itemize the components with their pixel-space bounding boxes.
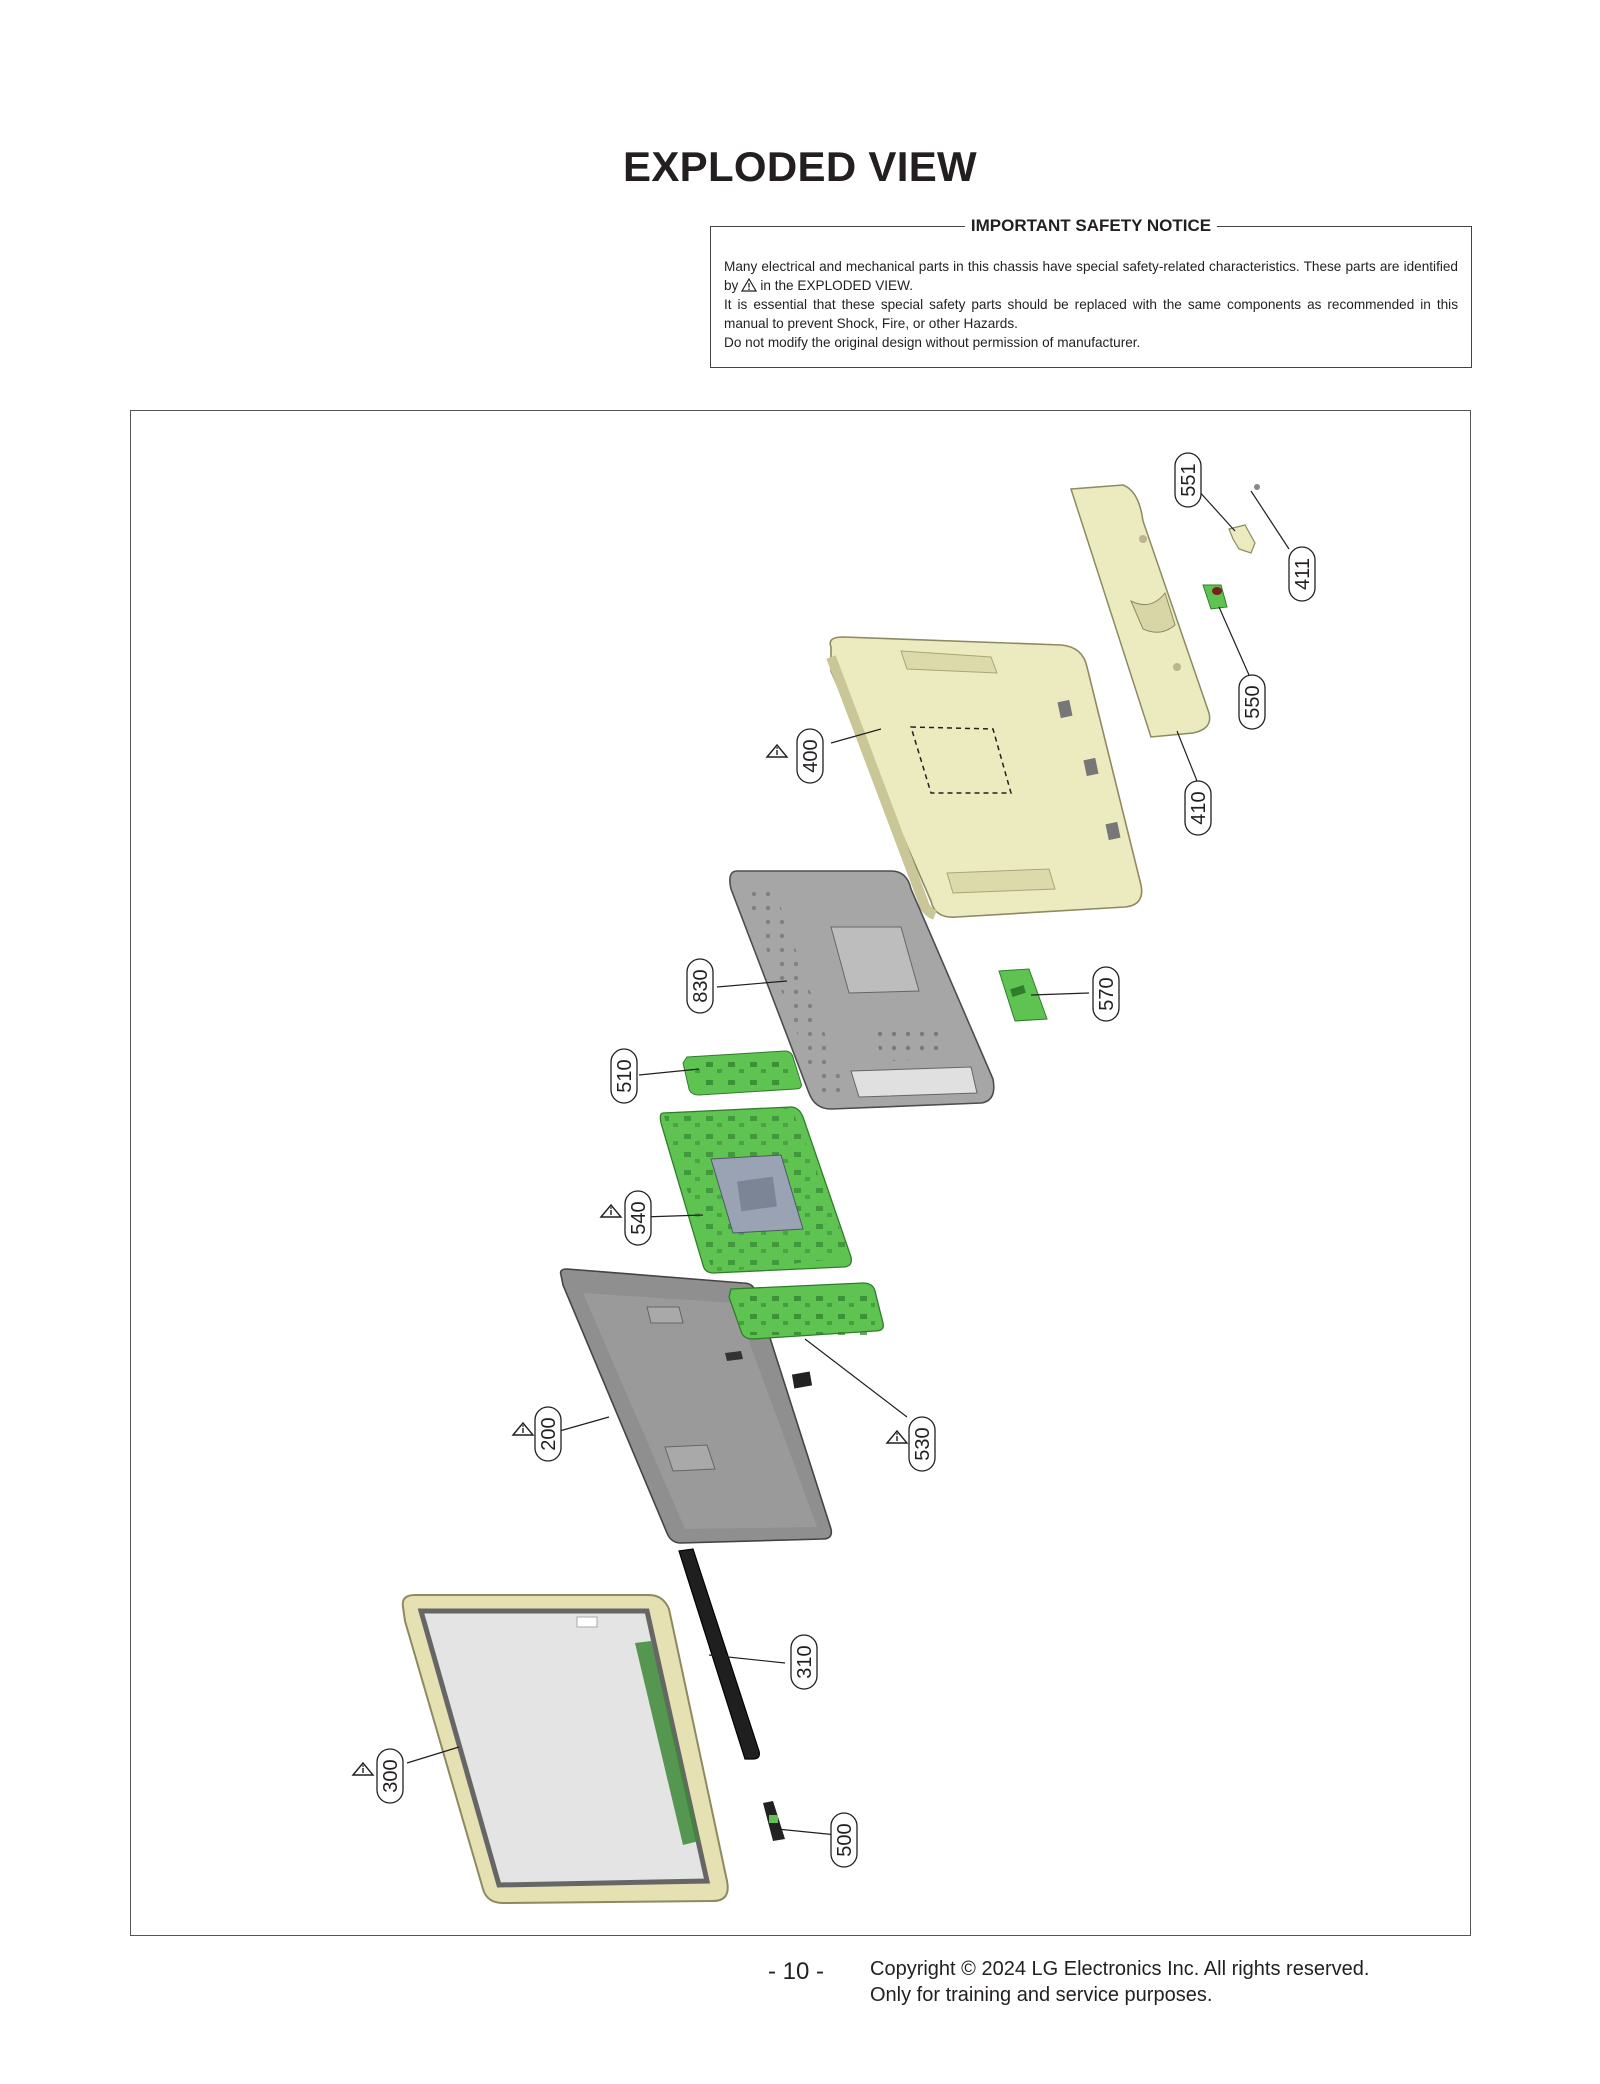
part-411-screw bbox=[1254, 484, 1260, 490]
callout-550: 550 bbox=[1238, 674, 1266, 730]
callout-310-text: 310 bbox=[794, 1645, 816, 1678]
callout-510-text: 510 bbox=[614, 1059, 636, 1092]
callout-411-text: 411 bbox=[1292, 558, 1314, 590]
safety-notice-text-1b: in the EXPLODED VIEW. bbox=[760, 278, 913, 293]
warning-triangle-icon bbox=[766, 744, 788, 758]
callout-310: 310 bbox=[790, 1634, 818, 1690]
callout-570-text: 570 bbox=[1096, 977, 1118, 1010]
copyright-notice: Copyright © 2024 LG Electronics Inc. All… bbox=[870, 1956, 1369, 2008]
callout-200-text: 200 bbox=[538, 1417, 560, 1450]
leader-lines bbox=[406, 488, 1290, 1836]
part-530-power-board bbox=[728, 1282, 884, 1389]
callout-410: 410 bbox=[1184, 780, 1212, 836]
safety-notice-box: IMPORTANT SAFETY NOTICE Many electrical … bbox=[710, 216, 1472, 368]
page-number: - 10 - bbox=[768, 1958, 825, 1985]
copyright-line-1: Copyright © 2024 LG Electronics Inc. All… bbox=[870, 1958, 1370, 1980]
warning-triangle-icon bbox=[352, 1762, 374, 1776]
safety-notice-title: IMPORTANT SAFETY NOTICE bbox=[964, 216, 1218, 236]
callout-510: 510 bbox=[610, 1048, 638, 1104]
callout-300-text: 300 bbox=[380, 1759, 402, 1792]
callout-551: 551 bbox=[1174, 452, 1202, 508]
callout-400-text: 400 bbox=[800, 739, 822, 772]
exploded-view-drawing: 551 411 550 410 400 830 570 510 540 200 bbox=[352, 452, 1316, 1905]
copyright-line-2: Only for training and service purposes. bbox=[870, 1984, 1213, 2006]
callout-830-text: 830 bbox=[690, 969, 712, 1002]
callout-410-text: 410 bbox=[1188, 791, 1210, 824]
callout-540: 540 bbox=[600, 1190, 652, 1246]
part-410-rear-cover bbox=[1069, 484, 1211, 738]
part-510-board bbox=[682, 1050, 802, 1096]
warning-triangle-icon bbox=[741, 278, 758, 292]
safety-notice-line-1: Many electrical and mechanical parts in … bbox=[724, 257, 1458, 295]
callout-550-text: 550 bbox=[1242, 685, 1264, 718]
callout-200: 200 bbox=[512, 1406, 562, 1462]
callout-300: 300 bbox=[352, 1748, 404, 1804]
callout-551-text: 551 bbox=[1178, 463, 1200, 496]
part-500-small-part bbox=[763, 1801, 785, 1841]
safety-notice-text-1a: Many electrical and mechanical parts in … bbox=[724, 259, 1458, 293]
callout-400: 400 bbox=[766, 728, 824, 784]
part-570-board bbox=[998, 968, 1048, 1022]
callout-540-text: 540 bbox=[628, 1201, 650, 1234]
exploded-view-diagram: 551 411 550 410 400 830 570 510 540 200 bbox=[130, 410, 1471, 1936]
part-551-bracket bbox=[1228, 524, 1256, 554]
part-400-back-cover bbox=[826, 636, 1143, 920]
warning-triangle-icon bbox=[600, 1204, 622, 1218]
callout-530-text: 530 bbox=[912, 1427, 934, 1460]
callout-530: 530 bbox=[886, 1416, 936, 1472]
warning-triangle-icon bbox=[886, 1430, 908, 1444]
warning-triangle-icon bbox=[512, 1422, 534, 1436]
callout-830: 830 bbox=[686, 958, 714, 1014]
callout-570: 570 bbox=[1092, 966, 1120, 1022]
safety-notice-body: Many electrical and mechanical parts in … bbox=[724, 257, 1458, 352]
part-540-main-board bbox=[659, 1106, 852, 1274]
safety-notice-line-2: It is essential that these special safet… bbox=[724, 297, 1458, 331]
part-550-small-board bbox=[1202, 584, 1228, 610]
callout-500: 500 bbox=[830, 1812, 858, 1868]
safety-notice-line-3: Do not modify the original design withou… bbox=[724, 335, 1141, 350]
part-830-chassis bbox=[729, 870, 995, 1110]
callout-411: 411 bbox=[1288, 546, 1316, 602]
part-310-black-bar bbox=[678, 1548, 760, 1760]
page-title: EXPLODED VIEW bbox=[623, 143, 977, 190]
callout-500-text: 500 bbox=[834, 1823, 856, 1856]
part-300-front-bezel bbox=[401, 1594, 729, 1905]
